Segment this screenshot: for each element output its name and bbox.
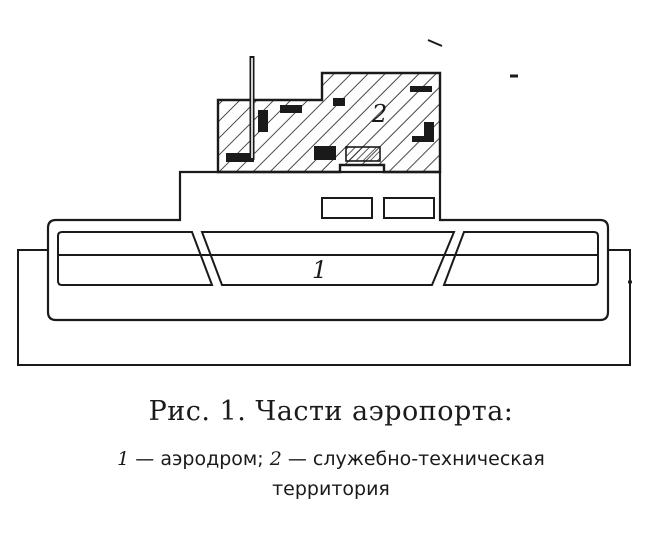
figure-caption-legend-line1: 1 — аэродром; 2 — служебно-техническая — [0, 450, 662, 469]
building — [424, 122, 434, 142]
apron-stand-left — [321, 197, 373, 219]
runway-left — [57, 231, 214, 286]
legend-text-2a: — служебно-техническая — [287, 448, 545, 470]
apron-stand-right — [383, 197, 435, 219]
runway-right — [442, 231, 599, 286]
building — [226, 153, 254, 162]
hatched-building — [345, 146, 381, 162]
print-speck — [427, 39, 443, 47]
label-aerodrome: 1 — [312, 256, 327, 284]
legend-text-1: — аэродром; — [135, 448, 264, 470]
figure-caption-title: Рис. 1. Части аэропорта: — [148, 396, 514, 427]
legend-number-1: 1 — [117, 448, 130, 470]
building — [314, 146, 336, 160]
runway-center — [200, 231, 456, 286]
building — [258, 110, 268, 132]
aerodrome-outline — [46, 170, 610, 322]
print-speck — [628, 280, 632, 284]
building — [280, 105, 302, 113]
figure-caption-legend-line2: территория — [272, 478, 390, 500]
service-area — [216, 71, 442, 174]
building — [412, 136, 428, 142]
building — [410, 86, 432, 92]
building — [333, 98, 345, 106]
legend-number-2: 2 — [269, 448, 282, 470]
label-service-area: 2 — [371, 100, 387, 128]
airport-diagram: 2 1 — [17, 39, 632, 366]
